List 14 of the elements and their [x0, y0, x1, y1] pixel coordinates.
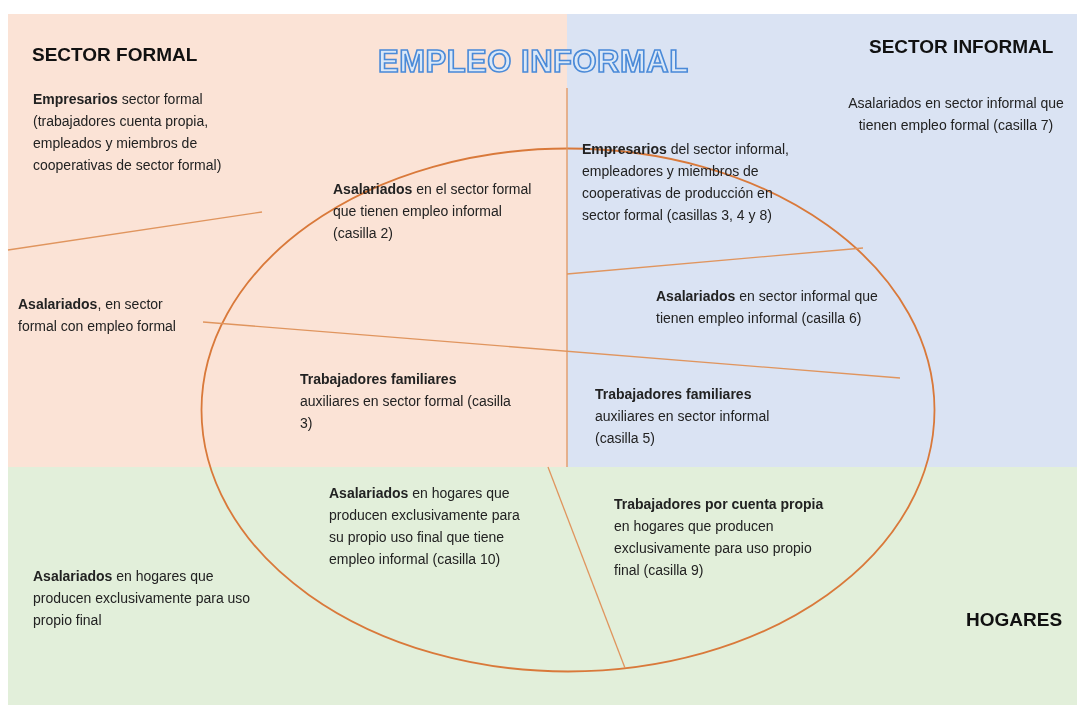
category-text: Trabajadores por cuenta propia en hogares que producen exclusivamente para uso propio final (casilla 9) — [614, 493, 829, 581]
diagram-title: EMPLEO INFORMAL — [378, 44, 689, 80]
households-panel — [8, 467, 1077, 705]
category-text: Asalariados en sector informal que tienen empleo informal (casilla 6) — [656, 285, 886, 329]
category-text: Trabajadores familiares auxiliares en sector formal (casilla 3) — [300, 368, 515, 434]
sector-heading: HOGARES — [966, 609, 1063, 631]
category-text: Asalariados en hogares que producen exclusivamente para su propio uso final que tiene empleo informal (casilla 10) — [329, 482, 524, 570]
category-text: Asalariados en sector informal que tienen empleo formal (casilla 7) — [842, 92, 1070, 136]
category-text: Trabajadores familiares auxiliares en sector informal (casilla 5) — [595, 383, 775, 449]
sector-heading: SECTOR INFORMAL — [869, 36, 1054, 58]
category-text: Asalariados, en sector formal con empleo formal — [18, 293, 198, 337]
category-text: Empresarios sector formal (trabajadores cuenta propia, empleados y miembros de cooperativas de sector formal) — [33, 88, 248, 176]
sector-heading: SECTOR FORMAL — [32, 44, 198, 66]
category-text: Asalariados en hogares que producen exclusivamente para uso propio final — [33, 565, 263, 631]
